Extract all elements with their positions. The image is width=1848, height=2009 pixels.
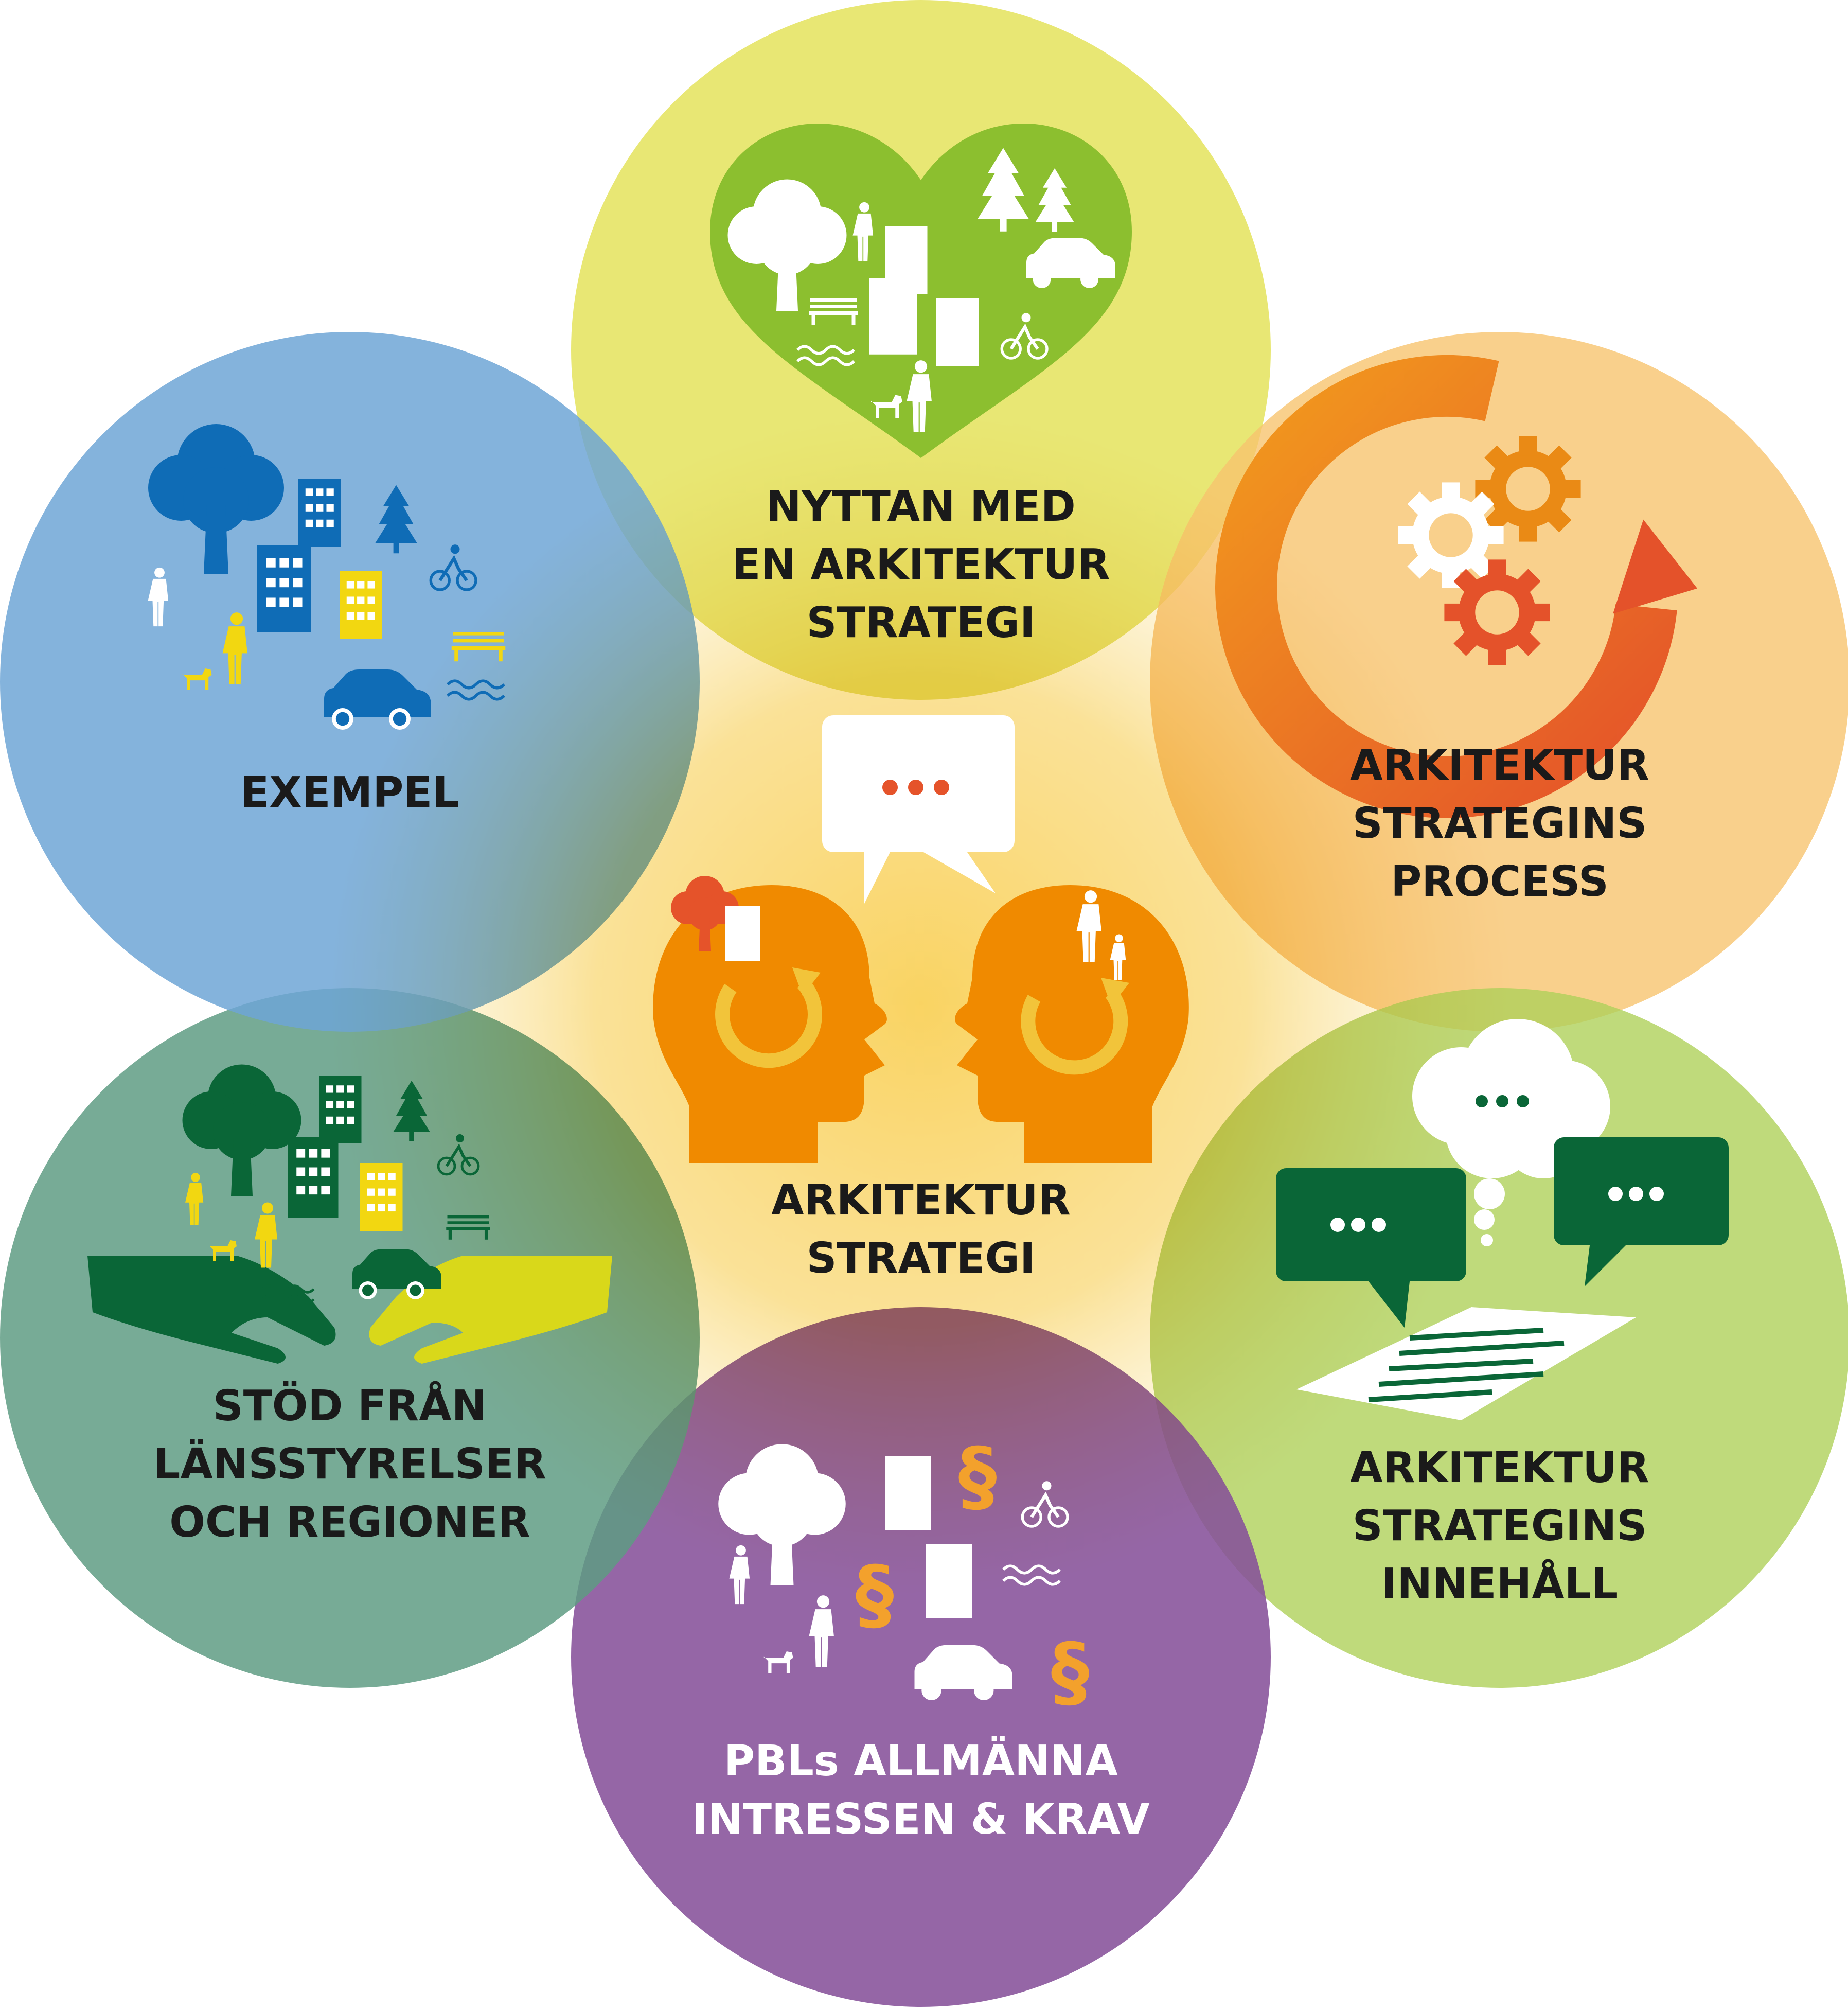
label-lower-left-line1: STÖD FRÅN [213, 1381, 487, 1431]
label-lower-right-line3: INNEHÅLL [1381, 1559, 1618, 1609]
label-center-line2: STRATEGI [807, 1234, 1036, 1283]
label-lower-right-line1: ARKITEKTUR [1350, 1443, 1649, 1492]
label-bottom-line2: INTRESSEN & KRAV [692, 1795, 1150, 1844]
label-top-line2: EN ARKITEKTUR [732, 540, 1110, 589]
label-lower-left-line3: OCH REGIONER [169, 1498, 530, 1547]
building-icon [725, 906, 760, 961]
label-center-line1: ARKITEKTUR [771, 1176, 1071, 1225]
label-lower-right-line2: STRATEGINS [1353, 1502, 1647, 1550]
label-lower-left-line2: LÄNSSTYRELSER [153, 1439, 546, 1489]
label-upper-right-line1: ARKITEKTUR [1350, 741, 1649, 790]
label-upper-left-line1: EXEMPEL [240, 768, 459, 817]
label-top-line3: STRATEGI [807, 598, 1036, 647]
label-bottom-line1: PBLs ALLMÄNNA [724, 1736, 1118, 1786]
label-upper-right-line3: PROCESS [1391, 857, 1609, 906]
label-upper-right-line2: STRATEGINS [1353, 799, 1647, 848]
label-top-line1: NYTTAN MED [766, 482, 1076, 531]
